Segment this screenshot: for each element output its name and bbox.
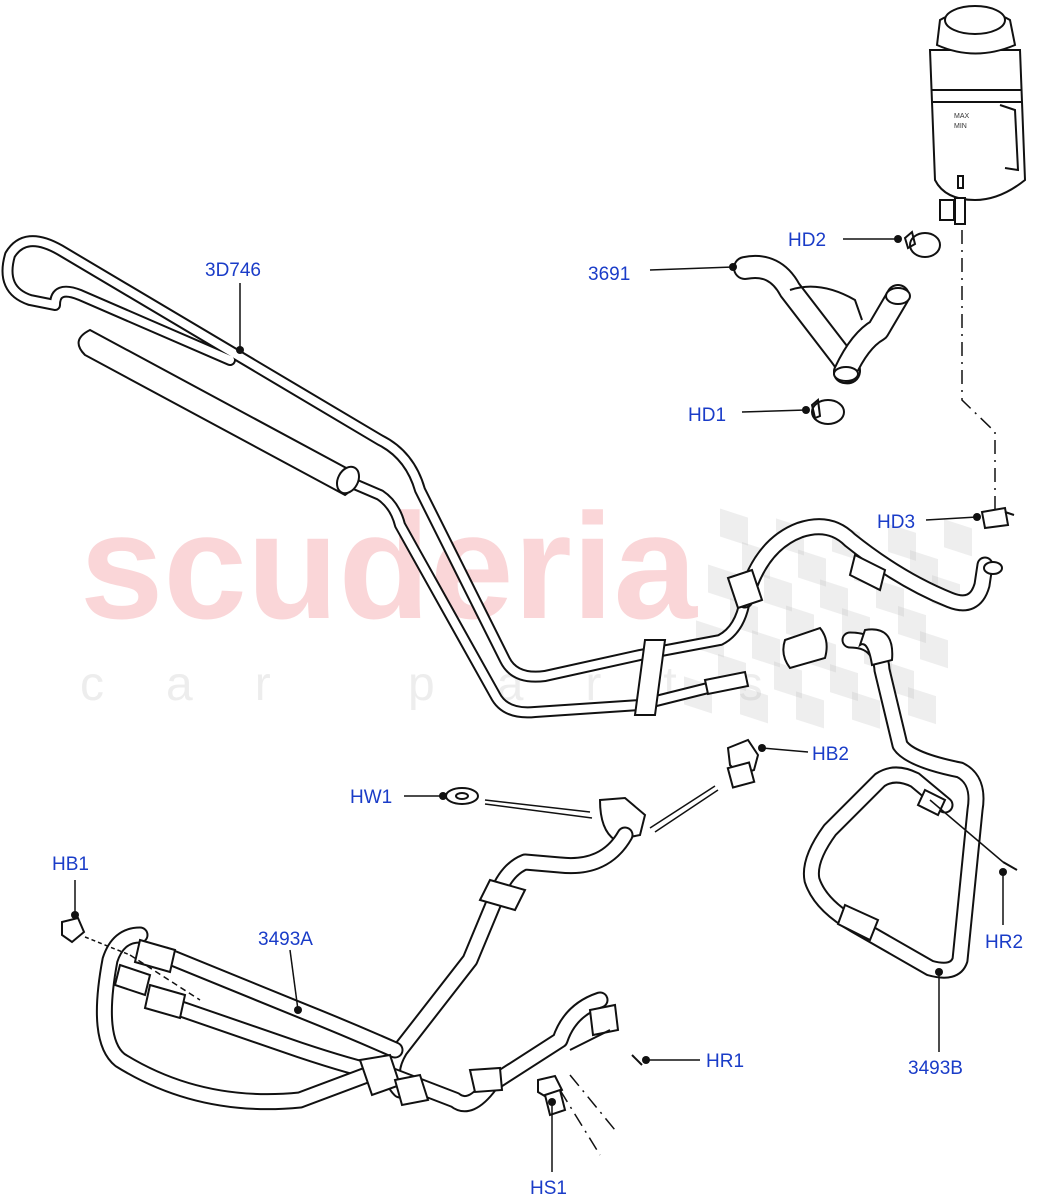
pin-hr1: [631, 1054, 643, 1066]
leaders: [71, 235, 1007, 1172]
checker-square: [898, 606, 926, 644]
banjo-fitting: [484, 785, 719, 842]
pin-hr2: [929, 799, 1018, 871]
return-hose: [726, 518, 1003, 612]
hose-3493A: [95, 826, 634, 1113]
checker-square: [764, 574, 792, 612]
callout-3D746: 3D746: [205, 260, 261, 281]
hose-3493B: [802, 628, 985, 979]
callout-labels: 3D746 3691 HD2 HD1 HD3 HB2 HW1 HB1 3493A…: [52, 230, 1023, 1199]
assembly-line: [961, 230, 996, 510]
callout-HB1: HB1: [52, 854, 89, 875]
reservoir-min-label: MIN: [954, 123, 967, 130]
washer-hw1: [445, 787, 479, 805]
checker-square: [708, 564, 736, 602]
callout-HB2: HB2: [812, 744, 849, 765]
checker-square: [798, 549, 826, 587]
checker-square: [796, 691, 824, 729]
checker-square: [774, 661, 802, 699]
callout-HS1: HS1: [530, 1178, 567, 1199]
callout-HR2: HR2: [985, 932, 1023, 953]
callout-3493B: 3493B: [908, 1058, 963, 1079]
cooler-pipe-3D746: [1, 235, 828, 719]
clamp-hd1: [810, 398, 845, 425]
reservoir: MAX MIN: [928, 5, 1027, 225]
bolt-hb2: [726, 738, 760, 789]
checker-square: [740, 686, 768, 724]
callout-HD1: HD1: [688, 405, 726, 426]
checker-square: [820, 579, 848, 617]
clamp-hd2: [903, 230, 941, 258]
callout-HD2: HD2: [788, 230, 826, 251]
checker-square: [720, 508, 748, 546]
reservoir-max-label: MAX: [954, 113, 970, 120]
callout-3493A: 3493A: [258, 929, 313, 950]
hose-3691: [733, 255, 911, 385]
watermark: scuderia car parts: [80, 482, 972, 729]
checker-square: [830, 664, 858, 702]
callout-HD3: HD3: [877, 512, 915, 533]
checker-square: [752, 630, 780, 668]
callout-HR1: HR1: [706, 1051, 744, 1072]
clamp-hd3: [980, 506, 1015, 530]
callout-3691: 3691: [588, 264, 630, 285]
checker-square: [908, 687, 936, 725]
checker-square: [852, 691, 880, 729]
bolt-hb1: [61, 916, 201, 1001]
checker-square: [888, 523, 916, 561]
checker-square: [876, 579, 904, 617]
callout-HW1: HW1: [350, 787, 392, 808]
checker-square: [944, 519, 972, 557]
checker-square: [920, 631, 948, 669]
